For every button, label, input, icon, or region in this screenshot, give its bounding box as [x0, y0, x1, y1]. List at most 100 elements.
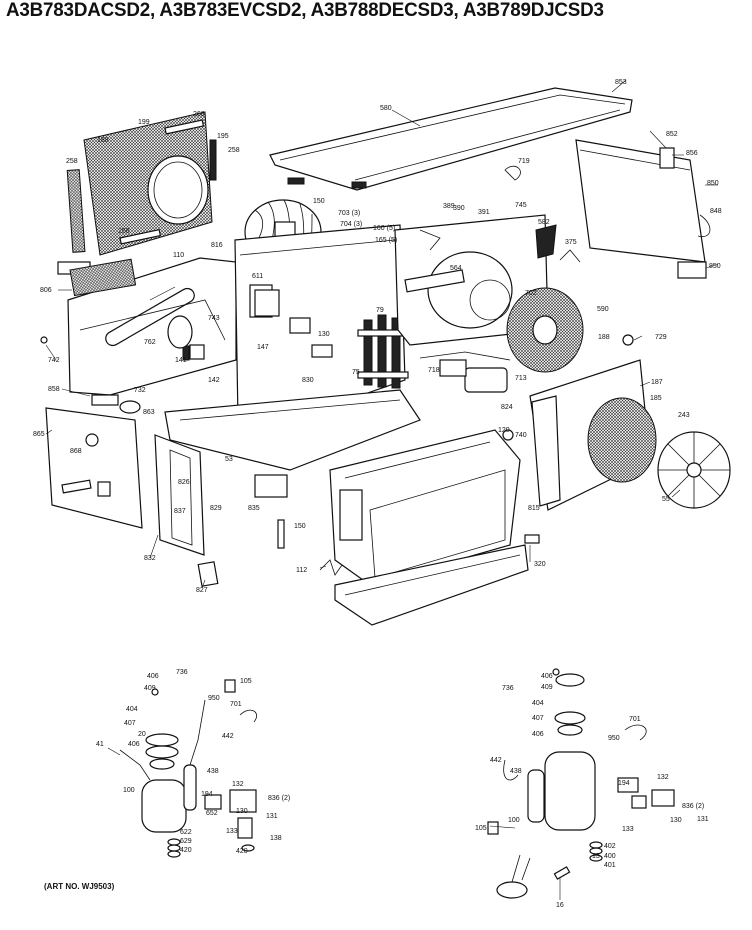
callout-848: 848: [710, 208, 722, 215]
side-brace: [154, 434, 205, 556]
chassis-base: [164, 389, 421, 471]
callout-320: 320: [534, 561, 546, 568]
callout-858: 858: [48, 386, 60, 393]
right-callout-836: 836 (2): [682, 803, 704, 810]
right-callout-950: 950: [608, 735, 620, 742]
left-callout-701: 701: [230, 701, 242, 708]
bracket-827: [197, 561, 219, 587]
callout-110: 110: [173, 252, 184, 259]
callout-740: 740: [515, 432, 527, 439]
callout-856: 856: [686, 150, 698, 157]
left-callout-404: 404: [126, 706, 138, 713]
right-callout-400: 400: [604, 853, 616, 860]
callout-853: 853: [615, 79, 627, 86]
mount-835: [254, 474, 288, 498]
right-callout-404: 404: [532, 700, 544, 707]
scroll-housing: [394, 214, 549, 346]
callout-863: 863: [143, 409, 155, 416]
side-seal-strip: [66, 169, 86, 253]
right-callout-442: 442: [490, 757, 502, 764]
callout-824: 824: [501, 404, 513, 411]
left-callout-130: 130: [236, 808, 248, 815]
right-callout-409: 409: [541, 684, 553, 691]
left-callout-406-b: 406: [128, 741, 140, 748]
tube-112: [319, 559, 343, 576]
front-control-panel: [45, 407, 143, 529]
callout-732: 732: [134, 387, 146, 394]
callout-743: 743: [208, 315, 220, 322]
callout-850-b: 850: [709, 263, 721, 270]
callout-147: 147: [257, 344, 269, 351]
callout-142: 142: [208, 377, 220, 384]
callout-713: 713: [515, 375, 527, 382]
callout-611: 611: [252, 273, 263, 280]
right-callout-438: 438: [510, 768, 522, 775]
base-pan: [334, 544, 529, 626]
callout-865: 865: [33, 431, 45, 438]
callout-160: 160 (5): [373, 225, 395, 232]
small-hardware: [40, 165, 634, 441]
callout-718: 718: [428, 367, 440, 374]
right-callout-402: 402: [604, 843, 616, 850]
left-callout-41: 41: [96, 741, 104, 748]
right-callout-130: 130: [670, 817, 682, 824]
callout-195: 195: [217, 133, 229, 140]
callout-185: 185: [650, 395, 662, 402]
callout-835: 835: [248, 505, 260, 512]
leader-lines: [45, 79, 719, 900]
callout-582: 582: [538, 219, 550, 226]
callout-53: 53: [225, 456, 233, 463]
callout-564: 564: [450, 265, 462, 272]
left-callout-736: 736: [176, 669, 188, 676]
callout-832: 832: [144, 555, 156, 562]
art-number: (ART NO. WJ9503): [44, 882, 115, 891]
condenser-fan: [657, 431, 731, 509]
callout-852: 852: [666, 131, 678, 138]
right-callout-701: 701: [629, 716, 641, 723]
callout-389: 389: [443, 203, 455, 210]
left-callout-407: 407: [124, 720, 136, 727]
right-callout-406: 406: [541, 673, 553, 680]
callout-826: 826: [178, 479, 190, 486]
right-callout-131: 131: [697, 816, 709, 823]
callout-590: 590: [597, 306, 609, 313]
callout-806: 806: [40, 287, 52, 294]
evaporator-side-assembly: [67, 257, 237, 414]
left-callout-406: 406: [147, 673, 159, 680]
right-callout-736: 736: [502, 685, 514, 692]
callout-75: 75: [352, 369, 360, 376]
compressor-assembly-right: [487, 668, 675, 899]
left-callout-409: 409: [144, 685, 156, 692]
left-callout-629: 629: [180, 838, 192, 845]
heater-element: [357, 314, 409, 389]
callout-829: 829: [210, 505, 222, 512]
right-callout-401: 401: [604, 862, 616, 869]
right-side-panel: [575, 139, 711, 279]
callout-704: 704 (3): [340, 221, 362, 228]
left-callout-622: 622: [180, 829, 192, 836]
callout-816: 816: [211, 242, 223, 249]
callout-112: 112: [296, 567, 307, 574]
left-callout-652: 652: [206, 810, 218, 817]
left-callout-836: 836 (2): [268, 795, 290, 802]
left-callout-131: 131: [266, 813, 278, 820]
left-callout-950: 950: [208, 695, 220, 702]
callout-55: 55: [662, 496, 670, 503]
callout-827: 827: [196, 587, 208, 594]
callout-719: 719: [518, 158, 530, 165]
callout-703: 703 (3): [338, 210, 360, 217]
left-callout-132: 132: [232, 781, 244, 788]
callout-580: 580: [380, 105, 392, 112]
valve-150: [277, 519, 285, 549]
callout-375: 375: [565, 239, 577, 246]
left-callout-194: 194: [201, 791, 213, 798]
callout-702: 702: [525, 290, 537, 297]
right-callout-100: 100: [508, 817, 520, 824]
callout-868: 868: [70, 448, 82, 455]
callout-742: 742: [48, 357, 60, 364]
callout-745: 745: [515, 202, 527, 209]
callout-390: 390: [453, 205, 465, 212]
left-callout-420-b: 420: [236, 848, 248, 855]
